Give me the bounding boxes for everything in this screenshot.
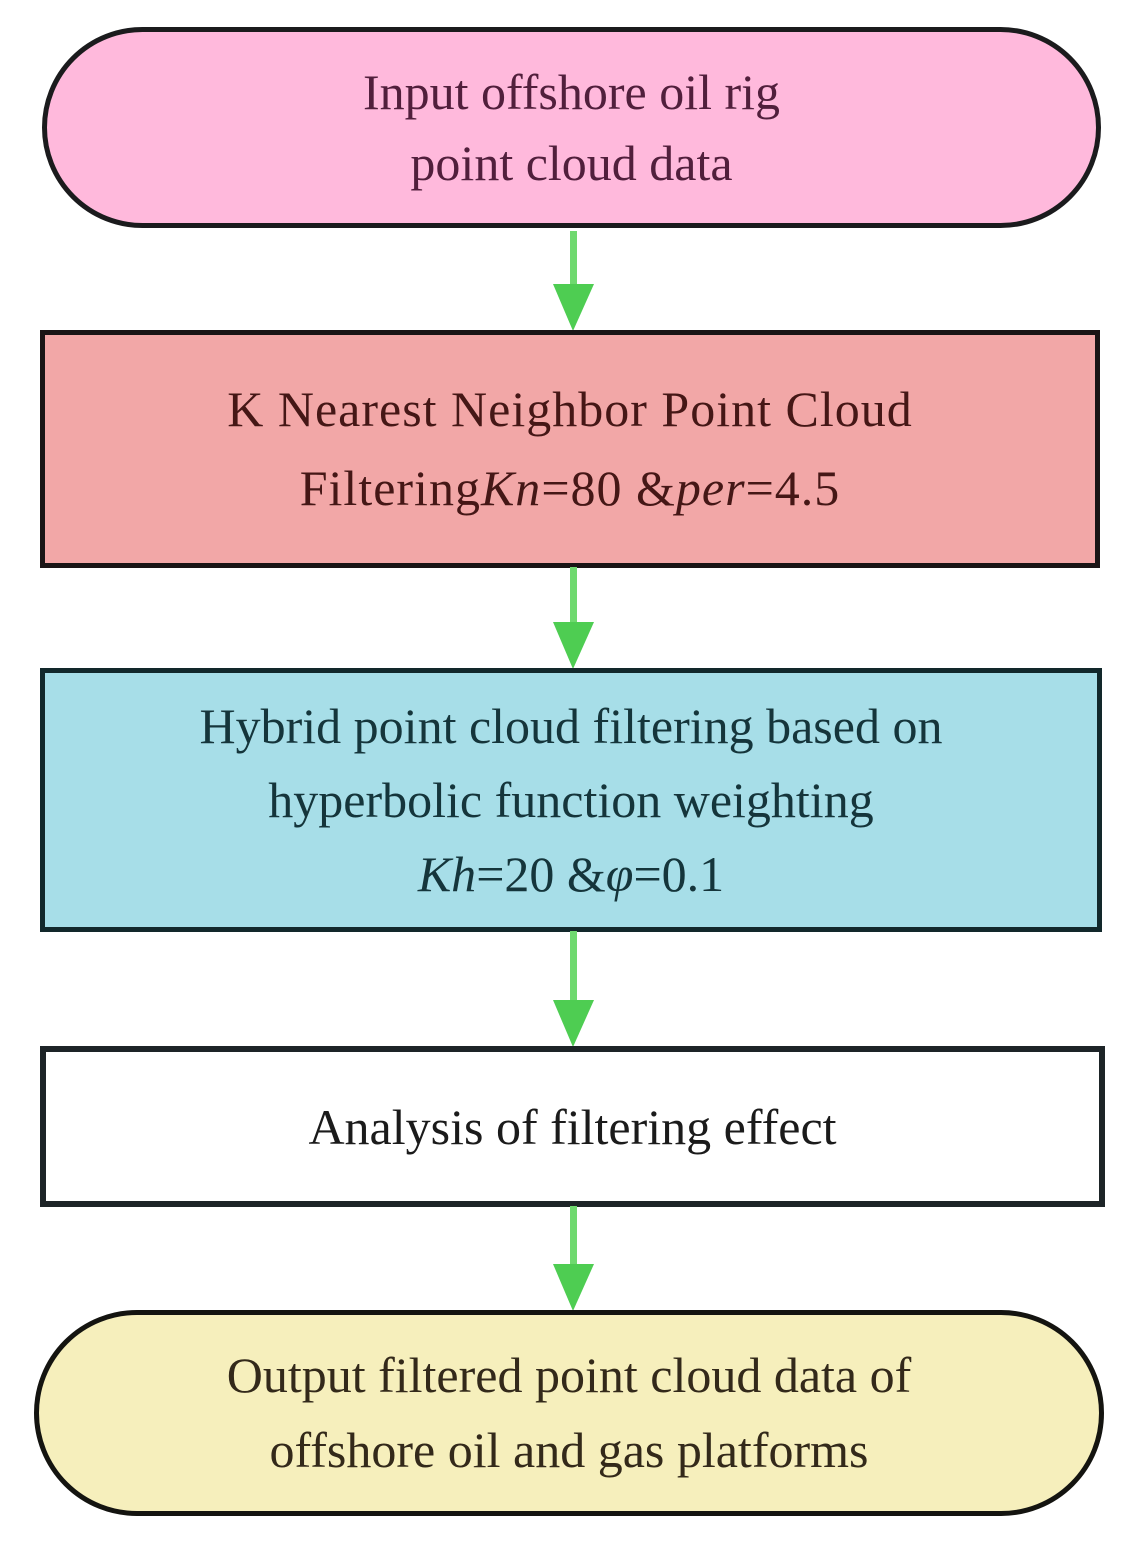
text-segment: Output filtered point cloud data of (226, 1347, 912, 1403)
text-segment: =4.5 (745, 460, 841, 516)
node-text-line: Kh=20 &φ=0.1 (418, 837, 724, 911)
text-segment: hyperbolic function weighting (268, 772, 874, 828)
node-text-line: Hybrid point cloud filtering based on (200, 689, 943, 763)
node-text-line: Output filtered point cloud data of (227, 1338, 912, 1413)
text-segment: =80 & (541, 460, 676, 516)
text-segment: K Nearest Neighbor Point Cloud (227, 381, 913, 437)
text-segment: Analysis of filtering effect (308, 1098, 837, 1155)
flow-node-input: Input offshore oil rig point cloud data (42, 27, 1101, 228)
text-segment: =0.1 (633, 846, 725, 902)
arrow-down-icon (553, 567, 594, 669)
text-segment: Hybrid point cloud filtering based on (199, 698, 943, 754)
arrow-down-icon (553, 231, 594, 331)
node-text-line: Analysis of filtering effect (308, 1097, 836, 1157)
node-text-line: Input offshore oil rig (363, 57, 780, 128)
flow-node-hybrid-filtering: Hybrid point cloud filtering based on hy… (40, 668, 1102, 932)
flow-arrow-1 (547, 231, 599, 331)
flow-arrow-2 (547, 567, 599, 669)
text-segment-italic: per (675, 460, 746, 516)
node-text-line: point cloud data (410, 128, 732, 199)
text-segment: Input offshore oil rig (362, 63, 781, 120)
node-text-line: K Nearest Neighbor Point Cloud (227, 370, 912, 449)
flow-arrow-4 (547, 1206, 599, 1311)
text-segment-italic: Kn (480, 460, 542, 516)
text-segment: =20 & (476, 846, 606, 902)
text-segment-italic: Kh (417, 846, 477, 902)
flow-node-knn-filtering: K Nearest Neighbor Point Cloud Filtering… (40, 330, 1100, 568)
flow-node-analysis: Analysis of filtering effect (40, 1046, 1105, 1207)
node-text-line: FilteringKn=80 &per=4.5 (300, 449, 841, 528)
text-segment: Filtering (299, 460, 481, 516)
node-text-line: hyperbolic function weighting (268, 763, 873, 837)
arrow-down-icon (553, 1206, 594, 1311)
flow-arrow-3 (547, 931, 599, 1047)
text-segment-italic: φ (605, 846, 634, 902)
node-text-line: offshore oil and gas platforms (270, 1413, 869, 1488)
text-segment: offshore oil and gas platforms (269, 1422, 869, 1478)
text-segment: point cloud data (410, 134, 733, 191)
flow-node-output: Output filtered point cloud data of offs… (34, 1310, 1104, 1516)
arrow-down-icon (553, 931, 594, 1047)
